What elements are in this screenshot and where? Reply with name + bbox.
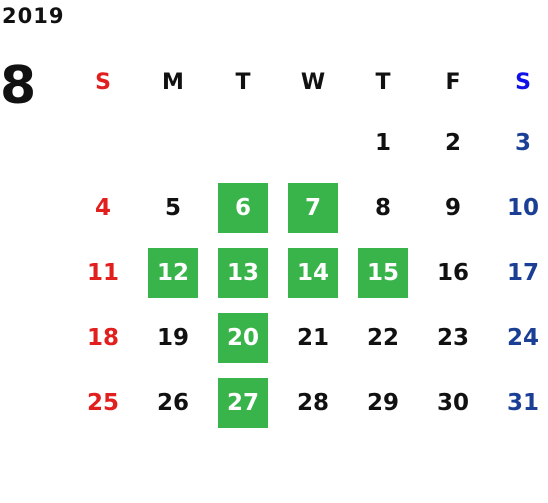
calendar-day-cell[interactable]: 24	[488, 305, 548, 370]
calendar-week-row: 11 12 13 14 15 16 17	[68, 240, 548, 305]
weekday-header-saturday: S	[515, 70, 531, 95]
day-number: 8	[374, 194, 391, 221]
calendar-day-cell[interactable]: 30	[418, 370, 488, 435]
day-number	[288, 118, 338, 168]
calendar-day-cell[interactable]: 7	[278, 175, 348, 240]
calendar-day-cell[interactable]: 15	[348, 240, 418, 305]
highlighted-day-number: 7	[288, 182, 338, 233]
calendar-day-cell[interactable]: 22	[348, 305, 418, 370]
calendar-day-cell[interactable]: 21	[278, 305, 348, 370]
calendar-week-row: 18 19 20 21 22 23 24	[68, 305, 548, 370]
day-number: 28	[296, 389, 329, 416]
day-number: 19	[156, 324, 189, 351]
day-number: 2	[444, 129, 461, 156]
calendar-week-row: 1 2 3	[68, 110, 548, 175]
calendar-day-cell[interactable]: 17	[488, 240, 548, 305]
weekday-header-friday: F	[445, 70, 461, 95]
day-number: 17	[506, 259, 539, 286]
day-number: 18	[86, 324, 119, 351]
day-number: 24	[506, 324, 539, 351]
day-number: 25	[86, 389, 119, 416]
day-number	[78, 118, 128, 168]
calendar-day-cell	[208, 110, 278, 175]
highlighted-day-number: 20	[218, 312, 268, 363]
highlighted-day-number: 27	[218, 377, 268, 428]
calendar-day-cell[interactable]: 26	[138, 370, 208, 435]
calendar-week-row: 25 26 27 28 29 30 31	[68, 370, 548, 435]
calendar-day-cell	[138, 110, 208, 175]
calendar-day-cell[interactable]: 8	[348, 175, 418, 240]
day-number: 10	[506, 194, 539, 221]
weekday-header-monday: M	[162, 70, 184, 95]
day-number: 29	[366, 389, 399, 416]
calendar-day-cell[interactable]: 18	[68, 305, 138, 370]
calendar-day-cell[interactable]: 2	[418, 110, 488, 175]
weekday-header-sunday: S	[95, 70, 111, 95]
day-number: 22	[366, 324, 399, 351]
weekday-header-thursday: T	[375, 70, 391, 95]
day-number: 31	[506, 389, 539, 416]
day-number: 26	[156, 389, 189, 416]
calendar-day-cell[interactable]: 28	[278, 370, 348, 435]
calendar-day-cell[interactable]: 20	[208, 305, 278, 370]
day-number: 16	[436, 259, 469, 286]
weekday-header-tuesday: T	[235, 70, 251, 95]
calendar-day-cell[interactable]: 23	[418, 305, 488, 370]
calendar-day-cell[interactable]: 12	[138, 240, 208, 305]
calendar-day-cell[interactable]: 14	[278, 240, 348, 305]
calendar-day-cell[interactable]: 11	[68, 240, 138, 305]
calendar-day-cell[interactable]: 5	[138, 175, 208, 240]
calendar-day-cell[interactable]: 6	[208, 175, 278, 240]
month-number: 8	[0, 56, 37, 116]
calendar-day-cell[interactable]: 25	[68, 370, 138, 435]
calendar-day-cell[interactable]: 9	[418, 175, 488, 240]
calendar-day-cell[interactable]: 1	[348, 110, 418, 175]
weekday-header-row: S M T W T F S	[68, 55, 548, 110]
calendar-day-cell[interactable]: 13	[208, 240, 278, 305]
calendar-day-cell[interactable]: 19	[138, 305, 208, 370]
day-number: 23	[436, 324, 469, 351]
highlighted-day-number: 15	[358, 247, 408, 298]
calendar-day-cell[interactable]: 29	[348, 370, 418, 435]
day-number: 4	[94, 194, 111, 221]
day-number	[148, 118, 198, 168]
day-number: 21	[296, 324, 329, 351]
day-number: 3	[514, 129, 531, 156]
calendar-day-cell[interactable]: 27	[208, 370, 278, 435]
year-label: 2019	[2, 4, 65, 28]
day-number: 5	[164, 194, 181, 221]
calendar-day-cell	[278, 110, 348, 175]
calendar-day-cell[interactable]: 3	[488, 110, 548, 175]
calendar-day-cell[interactable]: 16	[418, 240, 488, 305]
day-number	[218, 118, 268, 168]
calendar-day-cell[interactable]: 4	[68, 175, 138, 240]
weekday-header-wednesday: W	[300, 70, 326, 95]
highlighted-day-number: 6	[218, 182, 268, 233]
day-number: 30	[436, 389, 469, 416]
highlighted-day-number: 14	[288, 247, 338, 298]
highlighted-day-number: 13	[218, 247, 268, 298]
day-number: 1	[374, 129, 391, 156]
calendar-day-cell	[68, 110, 138, 175]
calendar-day-cell[interactable]: 10	[488, 175, 548, 240]
day-number: 9	[444, 194, 461, 221]
highlighted-day-number: 12	[148, 247, 198, 298]
day-number: 11	[86, 259, 119, 286]
calendar-day-cell[interactable]: 31	[488, 370, 548, 435]
